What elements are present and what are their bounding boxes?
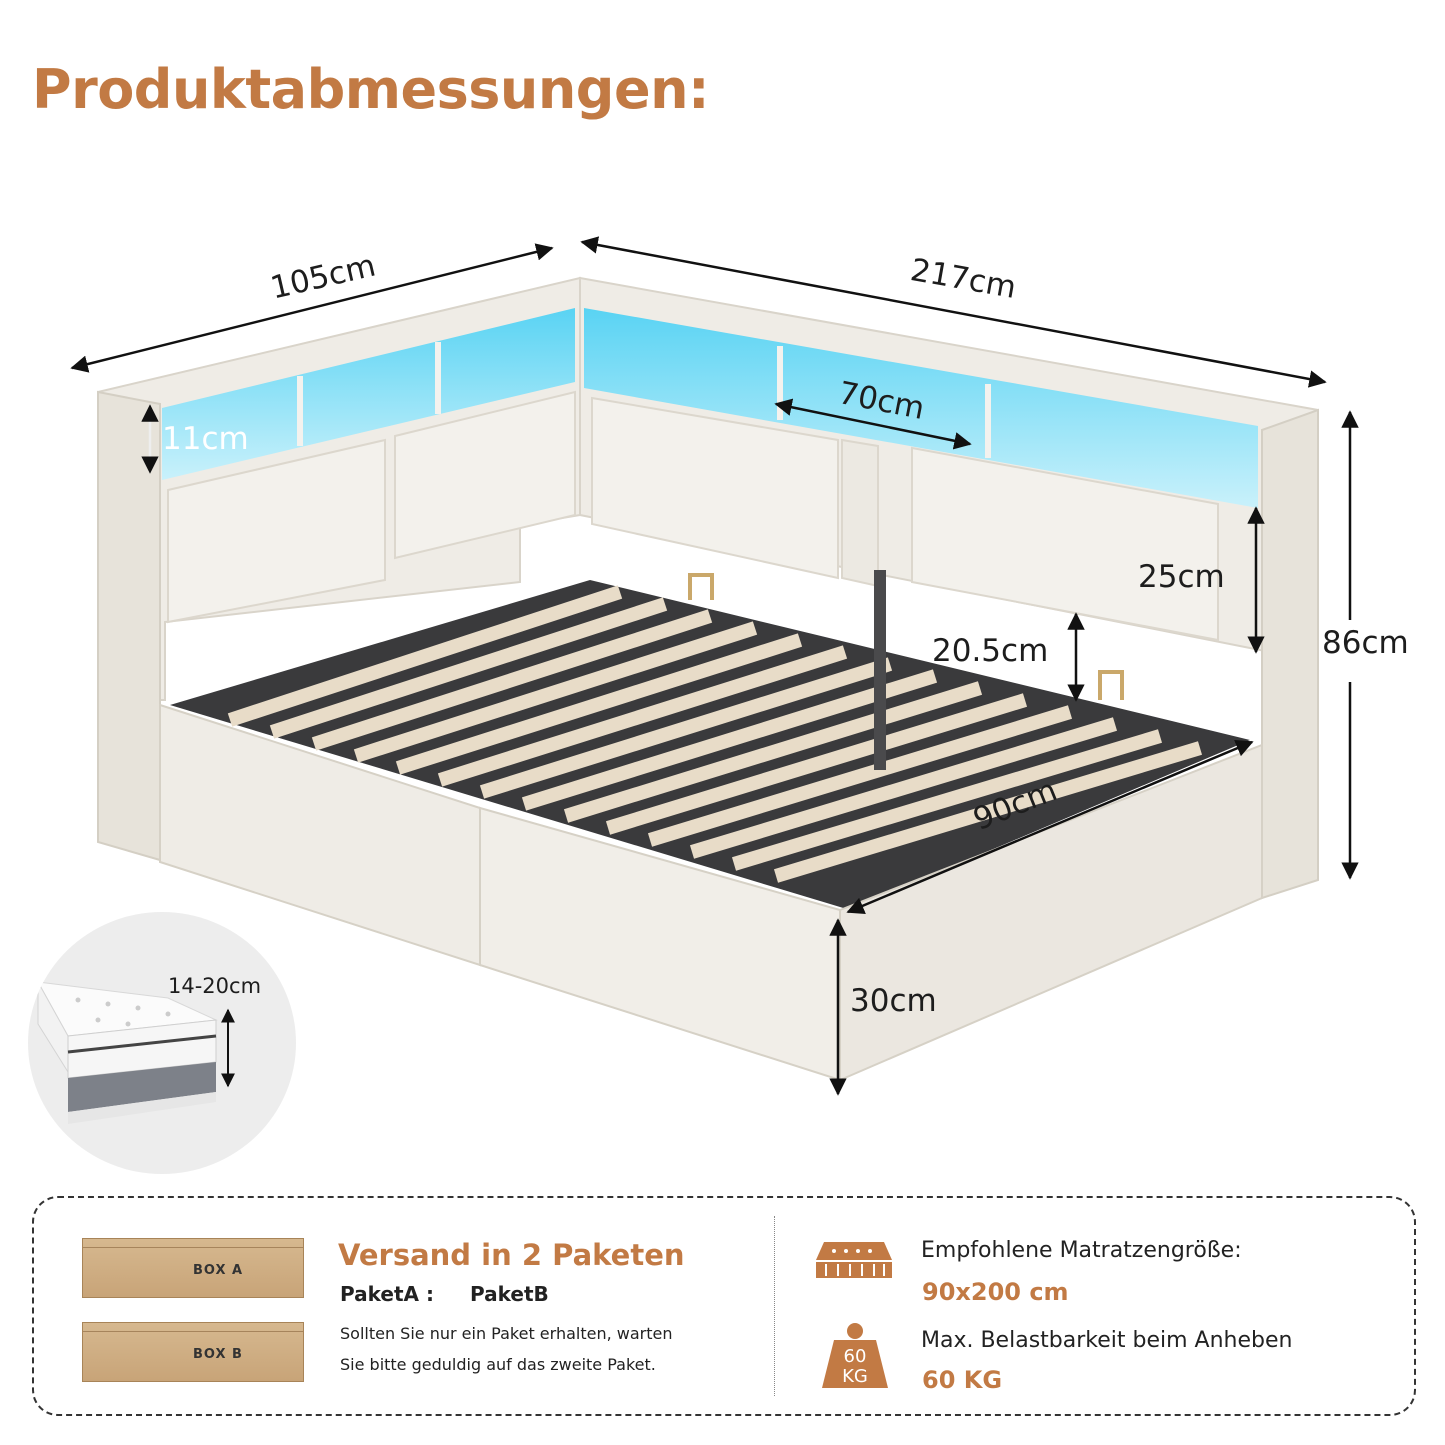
load-label: Max. Belastbarkeit beim Anheben: [921, 1328, 1293, 1353]
shipping-note-line2: Sie bitte geduldig auf das zweite Paket.: [340, 1355, 656, 1374]
page-title: Produktabmessungen:: [32, 58, 710, 121]
mattress-icon: [37, 980, 235, 1124]
paket-b: PaketB: [470, 1282, 549, 1306]
mattress-size-label: Empfohlene Matratzengröße:: [921, 1238, 1242, 1263]
dim-20-5: 20.5cm: [932, 633, 1049, 669]
shipping-title: Versand in 2 Paketen: [338, 1238, 685, 1272]
weight-icon: 60 KG: [820, 1322, 890, 1390]
dim-mattress-height: 14-20cm: [168, 974, 262, 998]
mattress-icon: [816, 1242, 892, 1278]
box-a-label: BOX A: [193, 1263, 244, 1278]
weight-icon-number: 60: [843, 1346, 867, 1367]
box-icon: BOX B: [82, 1322, 304, 1382]
box-icon: BOX A: [82, 1238, 304, 1298]
load-value: 60 KG: [922, 1366, 1003, 1394]
dim-25: 25cm: [1138, 559, 1225, 595]
mattress-size-value: 90x200 cm: [922, 1278, 1069, 1306]
box-b-label: BOX B: [193, 1347, 243, 1362]
shipping-note-line1: Sollten Sie nur ein Paket erhalten, wart…: [340, 1324, 673, 1343]
dim-86: 86cm: [1322, 625, 1409, 661]
mattress-inset: [28, 912, 296, 1174]
divider: [774, 1216, 775, 1396]
dim-11: 11cm: [162, 421, 249, 457]
bed-illustration: [70, 236, 1359, 1096]
weight-icon-unit: KG: [842, 1366, 868, 1387]
dim-30: 30cm: [850, 983, 937, 1019]
paket-a: PaketA :: [340, 1282, 434, 1306]
info-panel: BOX A BOX B Versand in 2 Paketen PaketA …: [32, 1196, 1416, 1416]
